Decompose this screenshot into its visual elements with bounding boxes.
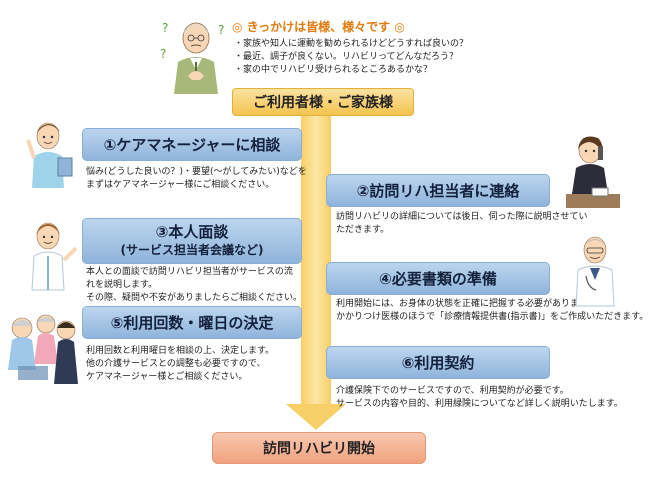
step-4-documents: ④必要書類の準備	[326, 262, 550, 295]
care-manager-illustration	[26, 122, 73, 188]
svg-text:?: ?	[162, 21, 168, 35]
elderly-man-illustration: ? ? ?	[160, 21, 224, 94]
description-line: ただきます。	[336, 225, 390, 235]
description-line: サービスの内容や目的、利用緑険についてなど詳しく説明いたします。	[336, 399, 623, 409]
step-2-contact-therapist: ②訪問リハ担当者に連絡	[326, 174, 550, 207]
bullet-item: ・最近、調子が良くない。リハビリってどんなだろう？	[234, 52, 459, 62]
description-line: れを説明します。	[86, 280, 158, 290]
bullet-item: ・家族や知人に運動を勧められるけどどうすれば良いの？	[234, 39, 469, 49]
rehab-start-box: 訪問リハビリ開始	[212, 432, 426, 464]
description-line: 介護保険下でのサービスですので、利用契約が必要です。	[336, 386, 569, 396]
description-line: 訪問リハビリの詳細については後日、伺った際に説明させてい	[336, 212, 588, 222]
user-family-band: ご利用者様・ご家族様	[232, 88, 414, 116]
step-3-description: 本人との面談で訪問リハビリ担当者がサービスの流 れを説明します。 その際、疑問や…	[86, 266, 302, 305]
step-1-description: 悩み(どうした良いの？)・要望(～がしてみたい)などを まずはケアマネージャー様…	[86, 166, 307, 192]
doctor-illustration	[575, 236, 615, 307]
description-line: ケアマネージャー様とご相談ください。	[86, 372, 248, 382]
family-group-illustration	[8, 314, 78, 384]
step-3-subtitle: (サービス担当者会議など)	[120, 243, 264, 257]
header-title: ◎ きっかけは皆様、様々です ◎	[232, 20, 405, 34]
svg-text:?: ?	[160, 47, 166, 61]
description-line: その際、疑問や不安がありましたらご相談ください。	[86, 293, 303, 303]
step-5-description: 利用回数と利用曜日を相談の上、決定します。 他の介護サービスとの調整も必要ですの…	[86, 345, 274, 384]
step-6-description: 介護保険下でのサービスですので、利用契約が必要です。 サービスの内容や目的、利用…	[336, 385, 623, 411]
bullet-item: ・家の中でリハビリ受けられるところあるかな？	[234, 65, 433, 75]
header-bullets: ・家族や知人に運動を勧められるけどどうすれば良いの？ ・最近、調子が良くない。リ…	[234, 38, 468, 77]
step-6-contract: ⑥利用契約	[326, 346, 550, 379]
svg-text:?: ?	[218, 23, 224, 37]
step-2-description: 訪問リハビリの詳細については後日、伺った際に説明させてい ただきます。	[336, 211, 588, 237]
description-line: 本人との面談で訪問リハビリ担当者がサービスの流	[86, 267, 293, 277]
description-line: かかりつけ医様のほうで「診療情報提供書(指示書)」をご作成いただきます。	[336, 312, 649, 322]
description-line: まずはケアマネージャー様にご相談ください。	[86, 180, 275, 190]
step-1-care-manager: ①ケアマネージャーに相談	[82, 128, 302, 161]
description-line: 利用開始には、お身体の状態を正確に把握する必要があります。	[336, 299, 597, 309]
description-line: 他の介護サービスとの調整も必要ですので、	[86, 359, 266, 369]
therapist-illustration	[31, 222, 78, 291]
step-3-title: ③本人面談	[155, 223, 229, 241]
description-line: 利用回数と利用曜日を相談の上、決定します。	[86, 346, 275, 356]
flow-arrow-head	[286, 404, 346, 430]
step-3-interview: ③本人面談 (サービス担当者会議など)	[82, 218, 302, 264]
step-5-schedule: ⑤利用回数・曜日の決定	[82, 306, 302, 339]
description-line: 悩み(どうした良いの？)・要望(～がしてみたい)などを	[86, 167, 307, 177]
receptionist-illustration	[566, 136, 620, 208]
step-4-description: 利用開始には、お身体の状態を正確に把握する必要があります。 かかりつけ医様のほう…	[336, 298, 648, 324]
